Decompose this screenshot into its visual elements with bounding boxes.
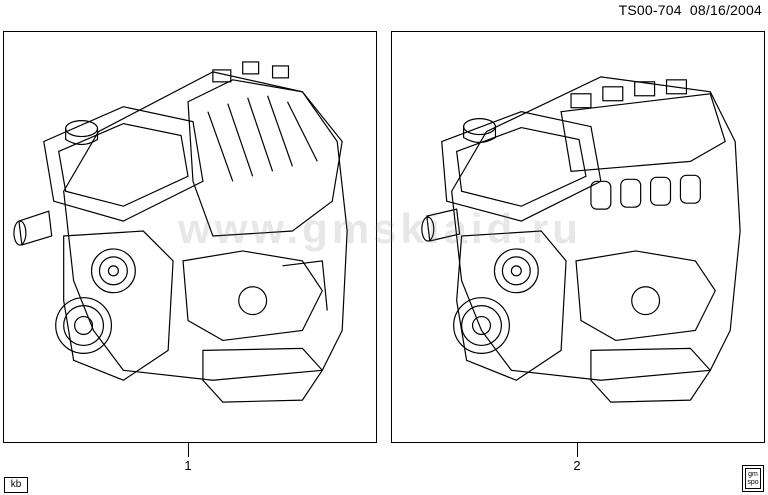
document-code: TS00-704 — [618, 2, 682, 18]
gm-spo-logo-text: gm spo — [745, 468, 761, 489]
kb-tag: kb — [4, 477, 28, 493]
callout-label-1: 1 — [184, 458, 192, 473]
callout-leader-2 — [577, 443, 578, 457]
gm-spo-logo: gm spo — [742, 465, 764, 492]
document-header: TS00-704 08/16/2004 — [619, 2, 762, 18]
engine-assembly-panel-2 — [391, 31, 765, 443]
callout-leader-1 — [188, 443, 189, 457]
watermark-text: www.gmskiaid.ru — [178, 205, 582, 252]
callout-label-2: 2 — [573, 458, 581, 473]
document-date: 08/16/2004 — [689, 2, 762, 18]
engine-without-intake-illustration — [421, 76, 741, 403]
engine-assembly-panel-1 — [3, 31, 377, 443]
engine-with-intake-illustration — [13, 61, 348, 403]
